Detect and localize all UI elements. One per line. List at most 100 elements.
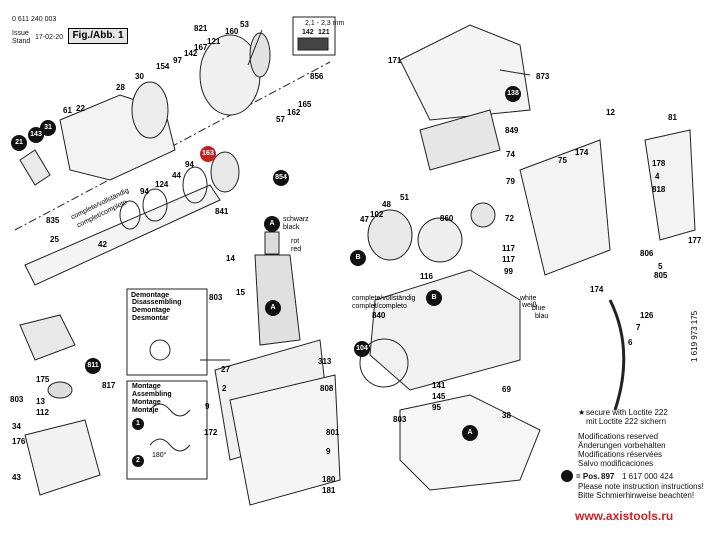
part-label: 117 [502, 244, 515, 253]
marker-b: B [426, 290, 442, 306]
gear-large [417, 217, 463, 263]
wire-label: red [291, 246, 302, 253]
part-label: 165 [298, 100, 312, 109]
part-label: 176 [12, 437, 26, 446]
part-label: 102 [370, 210, 384, 219]
switch-part [19, 314, 76, 361]
part-label: 126 [640, 311, 654, 320]
part-label: 835 [46, 216, 60, 225]
montage-line: Montage [132, 383, 161, 390]
wire-label: white [520, 295, 537, 302]
doc-number: 0 611 240 003 [12, 16, 57, 23]
montage-line: Montage [132, 399, 161, 406]
loctite-note: secure with Loctite 222 [586, 408, 668, 417]
leader [247, 29, 263, 66]
part-label: 175 [36, 375, 50, 384]
part-label: 818 [652, 185, 666, 194]
stand-label: Stand [12, 38, 31, 45]
power-cord [608, 299, 626, 411]
part-label: 160 [225, 27, 239, 36]
part-label: 22 [76, 104, 85, 113]
motor-housing [229, 374, 341, 506]
figure-label: Fig./Abb. 1 [68, 28, 128, 44]
part-label: 97 [173, 56, 182, 65]
armature-top [264, 231, 280, 255]
part-label: 178 [652, 159, 666, 168]
gear-ring-left [367, 209, 413, 261]
cover-frame [419, 109, 501, 171]
demontage-tool [149, 339, 171, 361]
mod-note: Salvo modificaciones [578, 459, 654, 468]
part-label: 849 [505, 126, 519, 135]
wire-label: blue [532, 305, 546, 312]
part-label: 121 [207, 37, 221, 46]
part-label: 25 [50, 235, 59, 244]
part-label: 74 [506, 150, 515, 159]
part-label: 72 [505, 214, 514, 223]
mod-note: Modifications réservées [578, 450, 663, 459]
part-label: 2 [222, 384, 227, 393]
part-label: 167 [194, 43, 208, 52]
part-label: 821 [194, 24, 208, 33]
part-label: 94 [185, 160, 194, 169]
marker-b: B [350, 250, 366, 266]
gear-small [470, 202, 496, 228]
part-label: 69 [502, 385, 511, 394]
demontage-line: Desmontar [132, 315, 169, 322]
black-circle-label: 811 [85, 358, 101, 374]
montage-spring-2 [149, 438, 191, 452]
mod-note: Modifications reserved [578, 432, 659, 441]
part-label: 38 [502, 411, 511, 420]
demontage-line: Demontage [132, 307, 171, 314]
part-label: 48 [382, 200, 391, 209]
ring-d [210, 151, 240, 193]
star-icon: ★ [578, 408, 586, 417]
part-label: 95 [432, 403, 441, 412]
pos-code: 1 617 000 424 [622, 472, 674, 481]
instruction-note: Please note instruction instructions! [578, 482, 704, 491]
part-label: 7 [636, 323, 641, 332]
part-label: 803 [10, 395, 24, 404]
site-url[interactable]: www.axistools.ru [575, 509, 674, 523]
part-label: 873 [536, 72, 550, 81]
armature [254, 254, 301, 346]
part-label: 162 [287, 108, 301, 117]
part-label: 177 [688, 236, 702, 245]
crankcase [369, 269, 521, 391]
measure-box [292, 16, 336, 56]
angle-label: 180° [152, 452, 167, 459]
black-circle-label: 31 [40, 120, 56, 136]
part-label: 174 [575, 148, 589, 157]
measure-part [297, 37, 329, 51]
ring-a [119, 200, 141, 230]
montage-line: Montaje [132, 407, 159, 414]
chuck-nose [19, 149, 51, 186]
mod-note: Änderungen vorbehalten [578, 441, 666, 450]
part-label: 124 [155, 180, 169, 189]
demontage-label: Demontage [128, 290, 206, 320]
part-label: 180 [322, 475, 336, 484]
part-label: 94 [140, 187, 149, 196]
part-label: 44 [172, 171, 181, 180]
red-circle-label: 163 [200, 146, 216, 162]
spindle-shaft [24, 184, 221, 286]
part-label: 4 [655, 172, 660, 181]
part-label: 808 [320, 384, 334, 393]
montage-spring [149, 403, 191, 417]
doc-code: 1 619 973 175 [690, 310, 699, 362]
part-label: 9 [205, 402, 210, 411]
lower-housing [24, 419, 101, 496]
part-label: 57 [276, 115, 285, 124]
part-label: 172 [204, 428, 218, 437]
issue-label: Issue [12, 30, 29, 37]
wire-label: schwarz [283, 216, 309, 223]
base-plate [399, 394, 541, 491]
part-label: 154 [156, 62, 170, 71]
part-label: 43 [12, 473, 21, 482]
part-label: 51 [400, 193, 409, 202]
part-label: 803 [209, 293, 223, 302]
montage-line: Assembling [132, 391, 172, 398]
part-label: 805 [654, 271, 668, 280]
complete-label: complete/vollständig [352, 295, 416, 302]
